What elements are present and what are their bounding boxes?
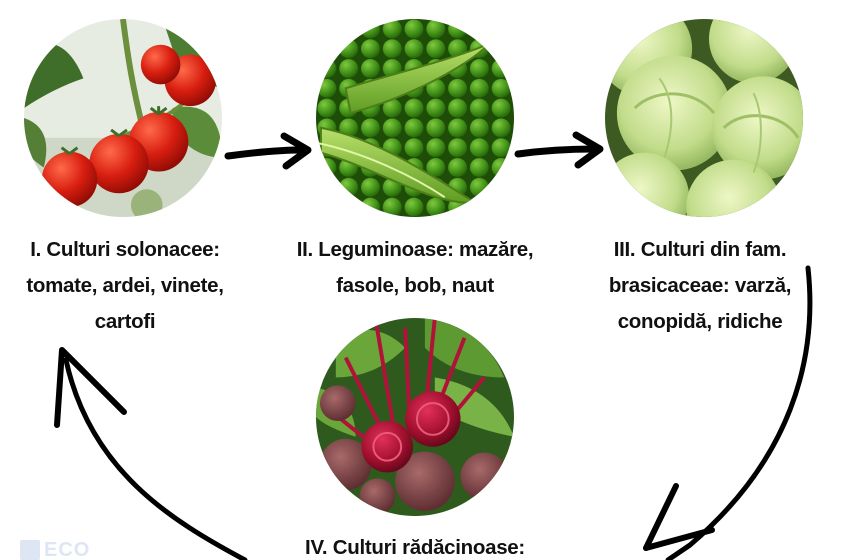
stage-label-2: II. Leguminoase: mazăre, fasole, bob, na… xyxy=(280,232,550,304)
stage-label-1: I. Culturi solonacee: tomate, ardei, vin… xyxy=(14,232,236,340)
beetroot-photo xyxy=(316,318,514,516)
stage-label-4-line-1: IV. Culturi rădăcinoase: xyxy=(305,536,525,559)
stage-label-3: III. Culturi din fam. brasicaceae: varză… xyxy=(580,232,820,340)
logo-text: ECO xyxy=(44,539,91,560)
arrow-2-to-3-icon xyxy=(514,131,604,169)
stage-label-2-line-2: fasole, bob, naut xyxy=(336,274,494,297)
stage-label-2-line-1: II. Leguminoase: mazăre, xyxy=(296,238,534,261)
arrow-1-to-2-icon xyxy=(224,132,312,170)
stage-label-1-line-2: tomate, ardei, vinete, xyxy=(26,274,224,297)
stage-label-1-line-1: I. Culturi solonacee: xyxy=(30,238,220,261)
stage-label-4: IV. Culturi rădăcinoase: xyxy=(270,530,560,560)
tomato-photo xyxy=(24,19,222,217)
cabbage-photo xyxy=(605,19,803,217)
stage-label-3-line-2: brasicaceae: varză, xyxy=(608,274,792,297)
watermark-logo: ECO xyxy=(20,540,90,560)
stage-label-3-line-3: conopidă, ridiche xyxy=(617,310,783,333)
logo-mark-icon xyxy=(20,540,40,560)
arrow-4-to-1-icon xyxy=(54,347,248,560)
stage-label-1-line-3: cartofi xyxy=(94,310,156,333)
peas-photo xyxy=(316,19,514,217)
stage-label-3-line-1: III. Culturi din fam. xyxy=(613,238,787,261)
